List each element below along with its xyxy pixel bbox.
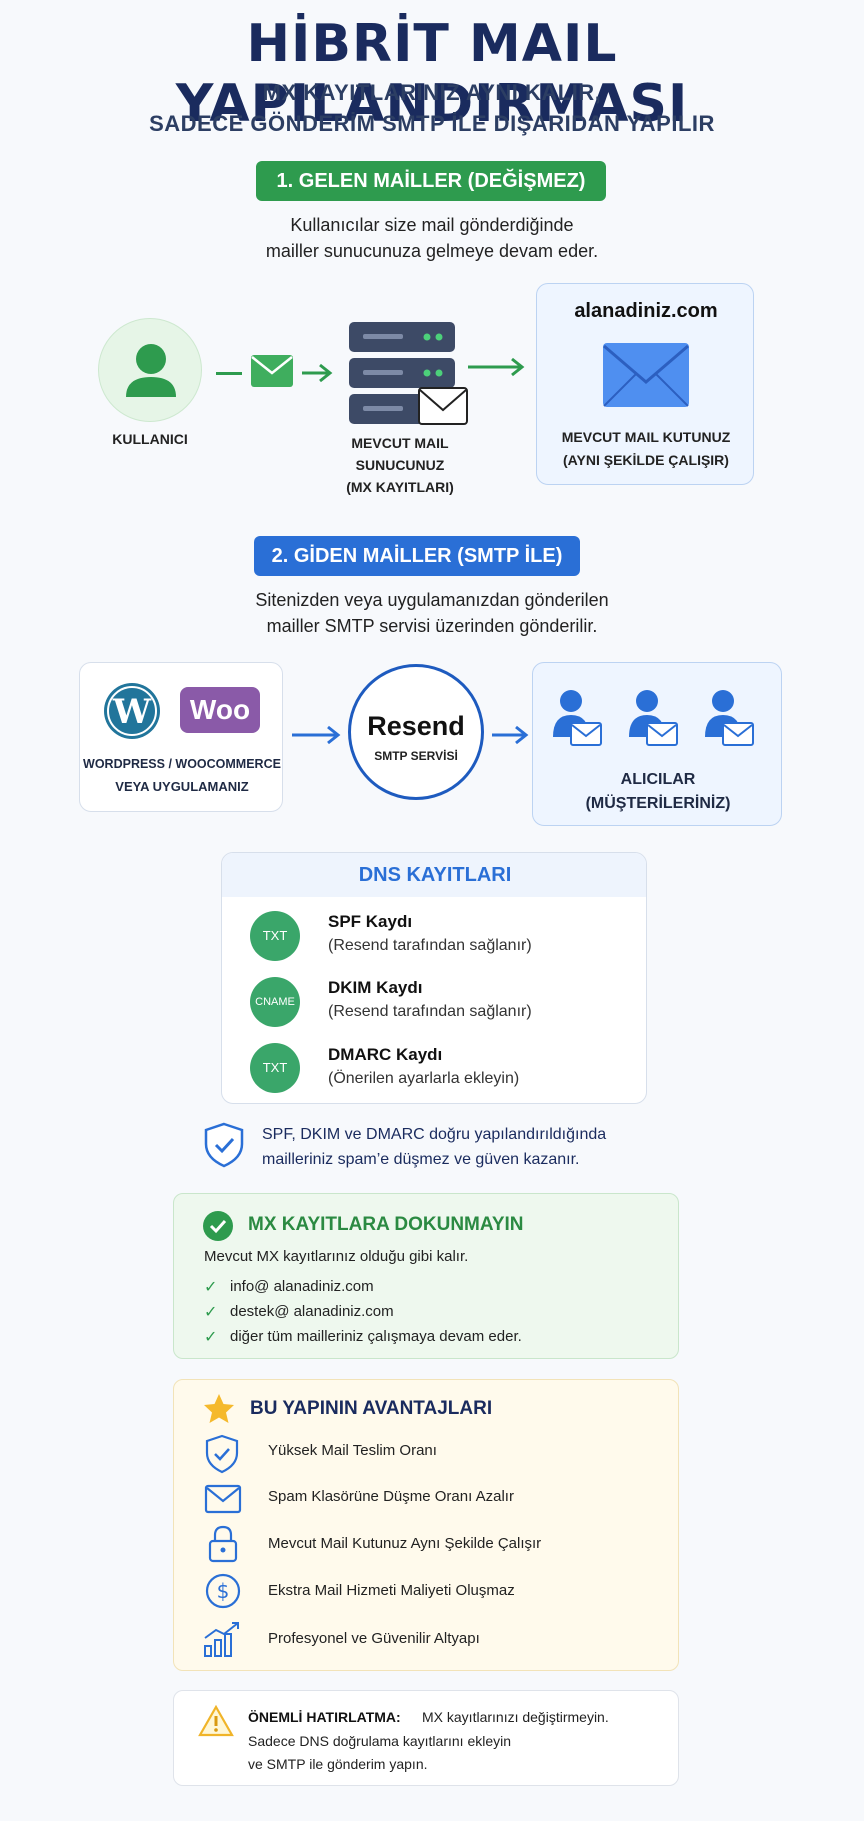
svg-text:W: W xyxy=(112,692,152,732)
dns-record-note: (Resend tarafından sağlanır) xyxy=(328,937,532,954)
reminder-label: ÖNEMLİ HATIRLATMA: xyxy=(248,1709,401,1725)
server-label-1: MEVCUT MAIL xyxy=(351,435,449,451)
reminder-line-1: MX kayıtlarınızı değiştirmeyin. xyxy=(422,1709,609,1725)
recipient-icon xyxy=(705,690,754,746)
recipient-icon xyxy=(553,690,602,746)
check-icon: ✓ xyxy=(204,1279,218,1296)
advantage-item: Ekstra Mail Hizmeti Maliyeti Oluşmaz xyxy=(268,1582,515,1599)
reminder-line-2: Sadece DNS doğrulama kayıtlarını ekleyin xyxy=(248,1733,512,1749)
reminder-box: ÖNEMLİ HATIRLATMA: MX kayıtlarınızı deği… xyxy=(173,1690,679,1786)
mx-item: info@ alanadiniz.com xyxy=(230,1278,374,1295)
mx-item: destek@ alanadiniz.com xyxy=(230,1303,394,1320)
check-circle-icon xyxy=(202,1210,234,1247)
arrow-right-icon xyxy=(290,724,342,751)
user-label: KULLANICI xyxy=(112,431,188,447)
check-icon: ✓ xyxy=(204,1329,218,1346)
dns-record-name: DKIM Kaydı xyxy=(328,978,423,997)
reminder-line-3: ve SMTP ile gönderim yapın. xyxy=(248,1756,428,1772)
mx-item: diğer tüm mailleriniz çalışmaya devam ed… xyxy=(230,1328,522,1345)
source-card: W Woo WORDPRESS / WOOCOMMERCE VEYA UYGUL… xyxy=(79,662,283,812)
mailbox-envelope-icon xyxy=(602,342,690,413)
dollar-icon: $ xyxy=(204,1572,242,1615)
user-avatar xyxy=(98,318,202,422)
page-title: HİBRİT MAIL YAPILANDIRMASI xyxy=(175,14,689,134)
mailbox-card: alanadiniz.com MEVCUT MAIL KUTUNUZ (AYNI… xyxy=(536,283,754,485)
shield-check-icon xyxy=(203,1122,245,1173)
outgoing-desc-line-2: mailler SMTP servisi üzerinden gönderili… xyxy=(266,616,598,636)
incoming-desc-line-1: Kullanıcılar size mail gönderdiğinde xyxy=(290,215,574,235)
user-icon xyxy=(126,344,176,397)
star-icon xyxy=(202,1392,236,1431)
incoming-desc-line-2: mailler sunucunuza gelmeye devam eder. xyxy=(265,241,599,261)
check-icon: ✓ xyxy=(204,1304,218,1321)
advantage-item: Spam Klasörüne Düşme Oranı Azalır xyxy=(268,1488,514,1505)
resend-name: Resend xyxy=(367,711,465,741)
dns-record-note: (Resend tarafından sağlanır) xyxy=(328,1003,532,1020)
wordpress-icon: W xyxy=(102,681,162,746)
server-icon xyxy=(347,318,471,433)
incoming-section-pill: 1. GELEN MAİLLER (DEĞİŞMEZ) xyxy=(256,161,606,201)
advantage-item: Profesyonel ve Güvenilir Altyapı xyxy=(268,1630,480,1647)
svg-text:$: $ xyxy=(217,1579,230,1603)
outgoing-desc-line-1: Sitenizden veya uygulamanızdan gönderile… xyxy=(255,590,609,610)
source-label-2: VEYA UYGULAMANIZ xyxy=(115,779,249,794)
recipients-card: ALICILAR (MÜŞTERİLERİNİZ) xyxy=(532,662,782,826)
flow-line xyxy=(216,372,242,375)
mailbox-label-1: MEVCUT MAIL KUTUNUZ xyxy=(561,429,731,445)
arrow-right-icon xyxy=(490,724,530,751)
trust-line-2: mailleriniz spam’e düşmez ve güven kazan… xyxy=(262,1151,580,1168)
advantage-item: Mevcut Mail Kutunuz Aynı Şekilde Çalışır xyxy=(268,1535,542,1552)
recipient-icon xyxy=(629,690,678,746)
recipients-label-1: ALICILAR xyxy=(620,771,696,788)
trust-line-1: SPF, DKIM ve DMARC doğru yapılandırıldığ… xyxy=(262,1126,607,1143)
outgoing-section-pill: 2. GİDEN MAİLLER (SMTP İLE) xyxy=(254,536,580,576)
resend-sub: SMTP SERVİSİ xyxy=(374,749,458,763)
shield-check-icon xyxy=(204,1434,240,1479)
mx-desc: Mevcut MX kayıtlarınız olduğu gibi kalır… xyxy=(204,1248,469,1265)
dns-header-band xyxy=(222,853,646,897)
mx-title: MX KAYITLARA DOKUNMAYIN xyxy=(248,1214,524,1235)
subtitle-line-1: MX KAYITLARINIZ AYNI KALIR, xyxy=(262,80,602,105)
advantage-item: Yüksek Mail Teslim Oranı xyxy=(268,1442,437,1459)
dns-badge: TXT xyxy=(250,1043,300,1093)
source-label-1: WORDPRESS / WOOCOMMERCE xyxy=(83,757,281,771)
recipients-label-2: (MÜŞTERİLERİNİZ) xyxy=(585,795,731,812)
chart-icon xyxy=(202,1620,242,1663)
dns-title: DNS KAYITLARI xyxy=(358,864,512,886)
dns-records-card: DNS KAYITLARI TXT SPF Kaydı (Resend tara… xyxy=(221,852,647,1104)
dns-badge: CNAME xyxy=(250,977,300,1027)
dns-record-note: (Önerilen ayarlarla ekleyin) xyxy=(328,1070,520,1087)
advantages-box: BU YAPININ AVANTAJLARI Yüksek Mail Tesli… xyxy=(173,1379,679,1671)
dns-badge: TXT xyxy=(250,911,300,961)
server-label-3: (MX KAYITLARI) xyxy=(346,479,454,495)
dns-record-name: SPF Kaydı xyxy=(328,912,413,931)
dns-record-name: DMARC Kaydı xyxy=(328,1045,443,1064)
envelope-icon xyxy=(250,354,294,393)
arrow-right-icon xyxy=(300,362,334,389)
warning-icon xyxy=(198,1704,234,1742)
advantages-title: BU YAPININ AVANTAJLARI xyxy=(250,1398,493,1419)
server-label-2: SUNUCUNUZ xyxy=(355,457,445,473)
resend-smtp-service: Resend SMTP SERVİSİ xyxy=(348,664,484,800)
mx-warning-box: MX KAYITLARA DOKUNMAYIN Mevcut MX kayıtl… xyxy=(173,1193,679,1359)
envelope-icon xyxy=(204,1484,242,1519)
arrow-right-icon xyxy=(466,356,526,383)
domain-name: alanadiniz.com xyxy=(574,300,718,322)
subtitle-line-2: SADECE GÖNDERİM SMTP İLE DIŞARIDAN YAPIL… xyxy=(149,111,715,136)
lock-icon xyxy=(206,1524,240,1569)
mailbox-label-2: (AYNI ŞEKİLDE ÇALIŞIR) xyxy=(563,452,729,468)
woocommerce-logo: Woo xyxy=(180,687,260,733)
